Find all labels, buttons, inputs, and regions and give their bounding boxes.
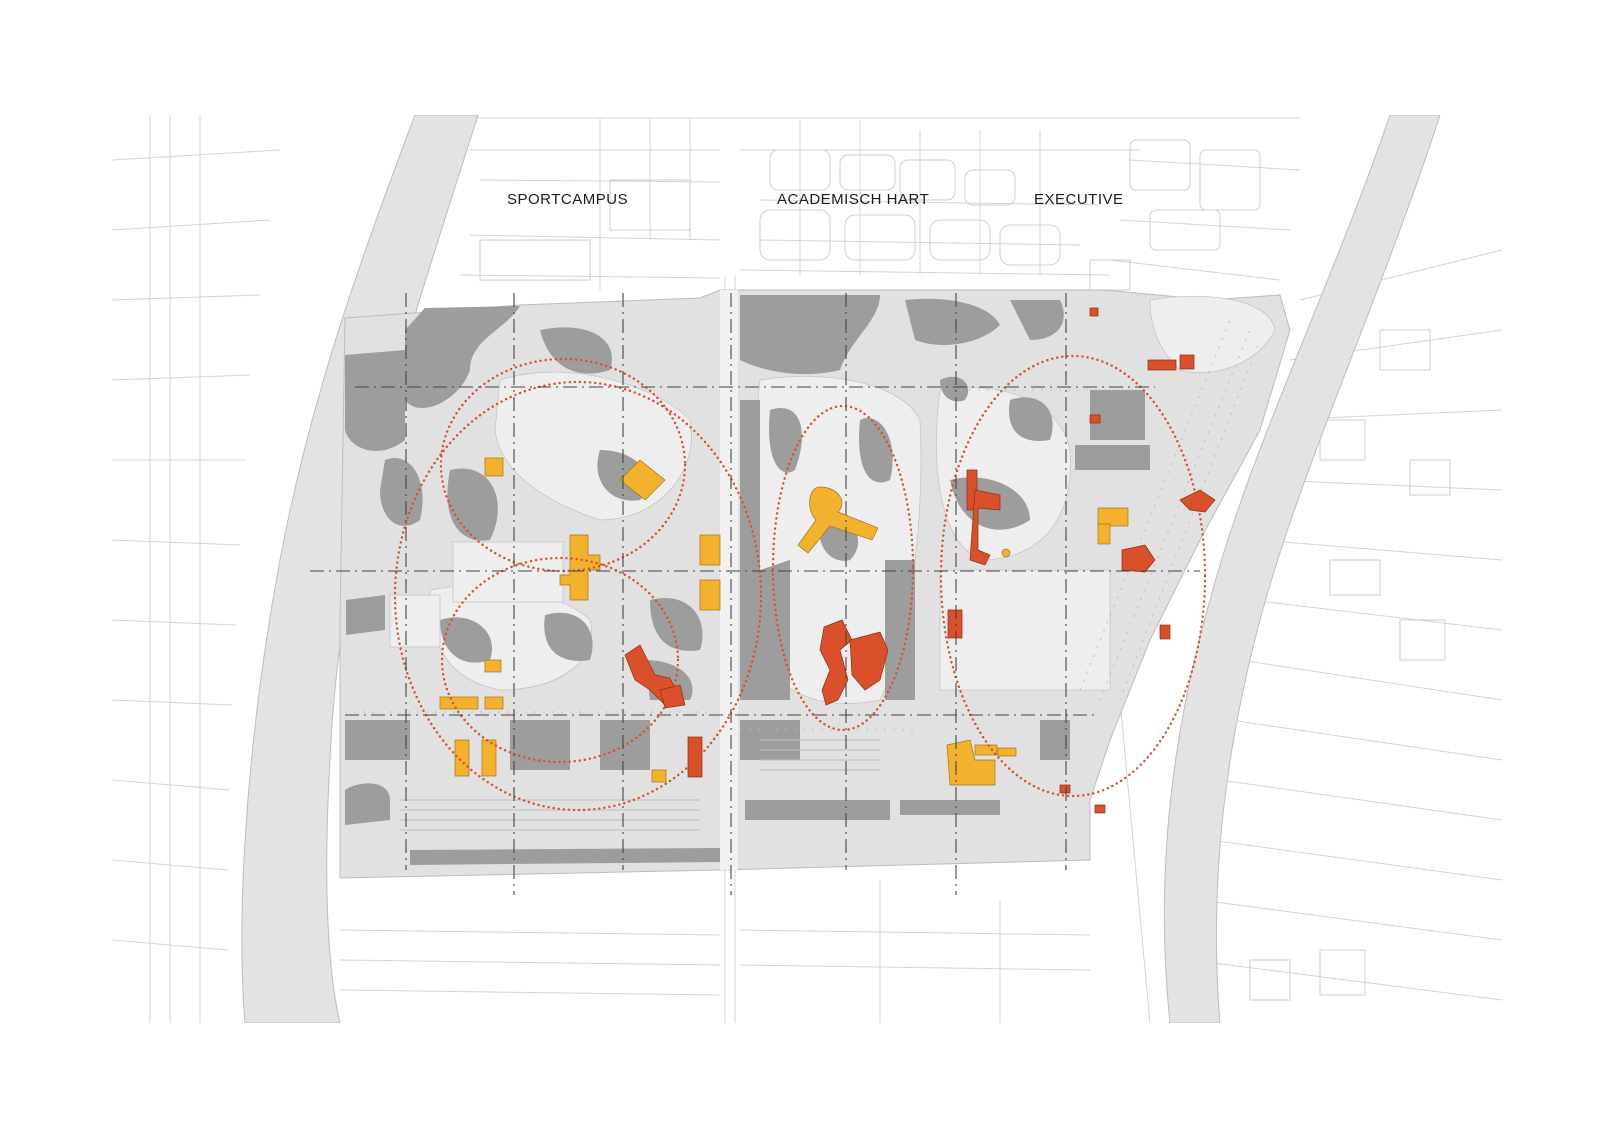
sport-fields bbox=[389, 541, 564, 648]
new-building bbox=[997, 747, 1017, 757]
existing-building bbox=[947, 609, 963, 639]
existing-building bbox=[1121, 544, 1156, 573]
existing-building bbox=[1147, 359, 1177, 371]
context-parcel-lines bbox=[112, 115, 1502, 1023]
existing-building bbox=[1159, 624, 1171, 640]
zone-circle-academisch bbox=[771, 404, 915, 732]
new-building bbox=[619, 459, 666, 501]
existing-building bbox=[1059, 784, 1071, 794]
new-building bbox=[1097, 523, 1111, 545]
new-building bbox=[974, 744, 998, 756]
existing-building bbox=[819, 619, 853, 706]
structural-axes bbox=[310, 293, 1200, 895]
new-building bbox=[699, 534, 721, 566]
zone-circle-sport-outer bbox=[393, 380, 763, 812]
new-building bbox=[1097, 507, 1129, 527]
existing-building bbox=[1179, 489, 1216, 513]
zone-circle-sport-lower bbox=[440, 556, 680, 764]
existing-building bbox=[969, 489, 1001, 566]
new-building bbox=[797, 486, 879, 554]
new-building bbox=[484, 659, 502, 673]
new-building bbox=[454, 739, 470, 777]
river-east bbox=[1163, 115, 1441, 1023]
dark-green-masses bbox=[345, 295, 1150, 865]
new-building bbox=[1001, 548, 1011, 558]
existing-buildings bbox=[624, 307, 1216, 814]
context-layer bbox=[112, 115, 1502, 1023]
tree-rows bbox=[345, 319, 1261, 731]
parking-lots bbox=[400, 739, 880, 831]
zone-label-academisch-hart: ACADEMISCH HART bbox=[777, 191, 930, 208]
zone-label-sportcampus: SPORTCAMPUS bbox=[507, 191, 629, 208]
existing-building bbox=[1089, 307, 1099, 317]
existing-building bbox=[849, 631, 889, 691]
new-building bbox=[699, 579, 721, 611]
existing-building bbox=[687, 736, 703, 778]
new-building bbox=[484, 696, 504, 710]
new-building bbox=[651, 769, 667, 783]
new-building bbox=[559, 534, 601, 601]
zone-circle-executive bbox=[939, 354, 1207, 798]
new-building bbox=[484, 457, 504, 477]
new-buildings bbox=[439, 457, 1129, 786]
existing-building bbox=[966, 469, 978, 511]
existing-building bbox=[659, 684, 686, 709]
new-building bbox=[946, 739, 996, 786]
existing-building bbox=[1179, 354, 1195, 370]
existing-building bbox=[1089, 414, 1101, 424]
zone-label-executive: EXECUTIVE bbox=[1034, 191, 1124, 208]
central-road bbox=[720, 290, 738, 870]
existing-building bbox=[1094, 804, 1106, 814]
new-building bbox=[439, 696, 479, 710]
new-building bbox=[481, 739, 497, 777]
